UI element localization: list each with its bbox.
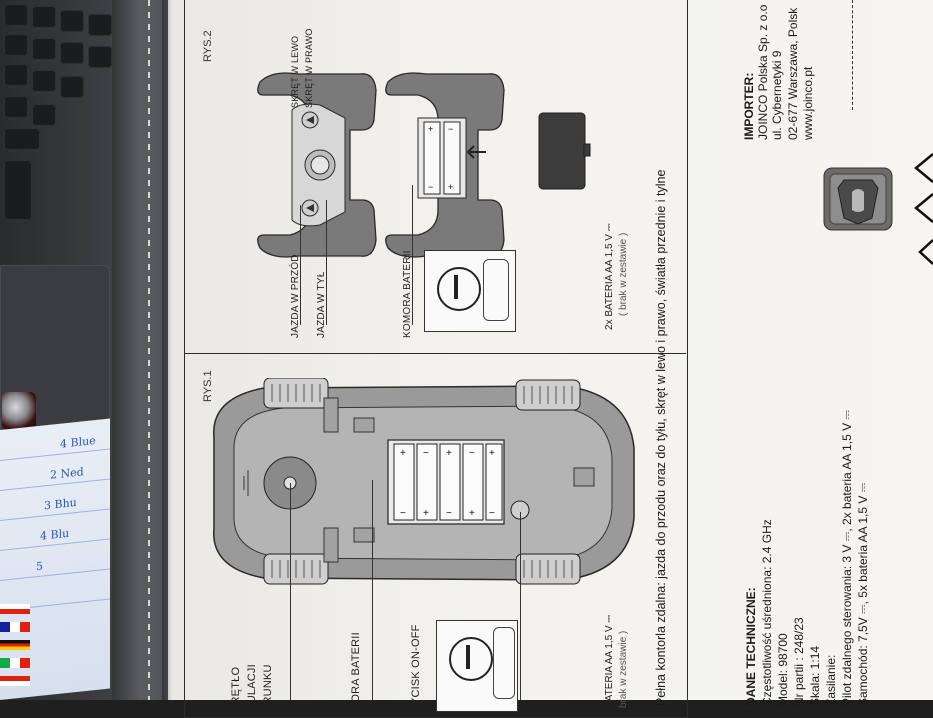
battery-cover-illustration	[538, 112, 591, 190]
svg-text:+: +	[446, 448, 452, 459]
tech-spec-line: Pilot zdalnego sterowania: 3 V ⎓, 2x bat…	[840, 410, 854, 706]
remote-battery-spec: 2x BATERIA AA 1,5 V ⎓	[604, 223, 615, 330]
svg-text:+: +	[489, 448, 495, 459]
tech-spec-line: Samochód: 7,5V ⎓, 5x bateria AA 1,5 V ⎓	[856, 482, 870, 706]
warning-triangle-icons	[914, 153, 933, 265]
tech-specs-block: DANE TECHNICZNE:	[744, 587, 759, 706]
svg-text:+: +	[423, 508, 429, 519]
svg-text:−: −	[489, 508, 495, 519]
car-underside-illustration: + − + − + − + − + −	[213, 378, 635, 585]
importer-heading: IMPORTER:	[742, 72, 756, 140]
tech-spec-line: Model: 98700	[776, 633, 790, 706]
note-scribble: 3 Bhu	[44, 495, 77, 513]
svg-text:+: +	[400, 448, 406, 459]
leader-line	[520, 512, 521, 700]
turn-right-label: SKRĘT W PRAWO	[304, 28, 314, 108]
svg-text:+: +	[428, 124, 433, 134]
svg-text:−: −	[446, 508, 452, 519]
leader-line	[300, 205, 301, 325]
svg-text:+: +	[448, 182, 453, 192]
importer-line: www.joinco.pt	[801, 66, 815, 140]
flag-icons-strip	[0, 600, 40, 700]
on-off-switch-label: ZYCISK ON-OFF	[410, 624, 422, 712]
note-scribble: 5	[36, 559, 43, 574]
svg-text:−: −	[448, 124, 453, 134]
note-scribble: 2 Ned	[50, 465, 84, 482]
license-seal-icon	[823, 167, 893, 231]
remote-battery-note: ( brak w zestawie )	[618, 232, 629, 316]
laptop-logo-sticker	[2, 392, 36, 430]
car-battery-insert-inset	[436, 620, 518, 712]
svg-text:−: −	[469, 448, 475, 459]
fig2-label: RYS.2	[202, 30, 214, 62]
note-scribble: 4 Blue	[60, 433, 96, 451]
binder-stitching	[148, 0, 150, 700]
car-battery-compartment-label: MORA BATERII	[350, 632, 362, 712]
panel-divider	[184, 353, 686, 355]
svg-text:−: −	[400, 508, 406, 519]
note-scribble: 4 Blu	[40, 526, 70, 543]
insert-arrow-icon	[466, 145, 486, 159]
tech-spec-line: Zasilanie:	[824, 654, 838, 706]
leader-line	[290, 483, 291, 700]
importer-line: ul. Cybernetyki 9	[770, 50, 784, 140]
laptop-keyboard	[0, 0, 140, 250]
remote-control-description: Pełna kontorla zdalna: jazda do przodu o…	[654, 169, 668, 706]
car-battery-spec: BATERIA AA 1,5 V ⎓	[604, 614, 615, 708]
tech-spec-line: Nr partii : 248/23	[792, 617, 806, 706]
car-battery-note: brak w zestawie )	[618, 630, 629, 708]
leader-line	[372, 480, 373, 700]
knob-label-line1: KRĘTŁO	[230, 666, 242, 712]
svg-text:−: −	[423, 448, 429, 459]
turn-left-label: SKRĘT W LEWO	[290, 35, 300, 108]
tech-spec-line: Częstotliwość uśredniona: 2.4 GHz	[760, 519, 774, 706]
importer-line: 02-677 Warszawa, Polsk	[786, 7, 800, 140]
svg-text:−: −	[428, 182, 433, 192]
svg-text:+: +	[469, 508, 475, 519]
knob-label-line2: GULACJI	[246, 664, 258, 712]
remote-control-illustration: + − − +	[257, 72, 505, 258]
dashed-guide-line	[852, 0, 853, 110]
leader-line	[326, 200, 327, 325]
leader-line	[412, 185, 413, 325]
knob-label-line3: ERUNKU	[262, 664, 274, 712]
tech-spec-line: Skala: 1:14	[808, 645, 822, 706]
tech-specs-heading: DANE TECHNICZNE:	[744, 587, 758, 706]
importer-line: JOINCO Polska Sp. z o.o	[756, 4, 770, 140]
battery-insert-inset	[424, 250, 516, 332]
